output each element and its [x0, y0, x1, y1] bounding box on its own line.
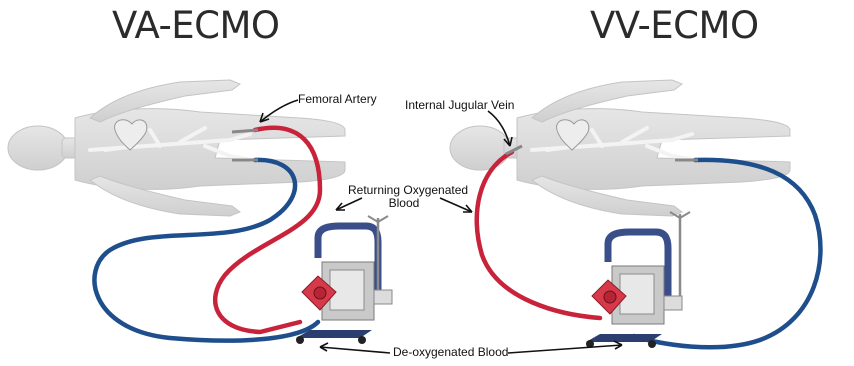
ecmo-machine-right: [586, 212, 690, 348]
label-returning-oxygenated-blood: Returning Oxygenated Blood: [348, 184, 460, 210]
label-internal-jugular-vein: Internal Jugular Vein: [405, 99, 514, 112]
title-va-ecmo: VA-ECMO: [112, 4, 280, 47]
arterial-cannula-left: [232, 130, 258, 132]
arrow-deoxygenated-right: [508, 345, 622, 353]
ecmo-machine-left: [296, 216, 392, 344]
label-returning-line2: Blood: [348, 197, 460, 210]
label-deoxygenated-blood: De-oxygenated Blood: [393, 346, 508, 359]
arrow-deoxygenated-left: [320, 347, 390, 353]
title-vv-ecmo: VV-ECMO: [590, 4, 759, 47]
label-femoral-artery: Femoral Artery: [298, 93, 377, 106]
